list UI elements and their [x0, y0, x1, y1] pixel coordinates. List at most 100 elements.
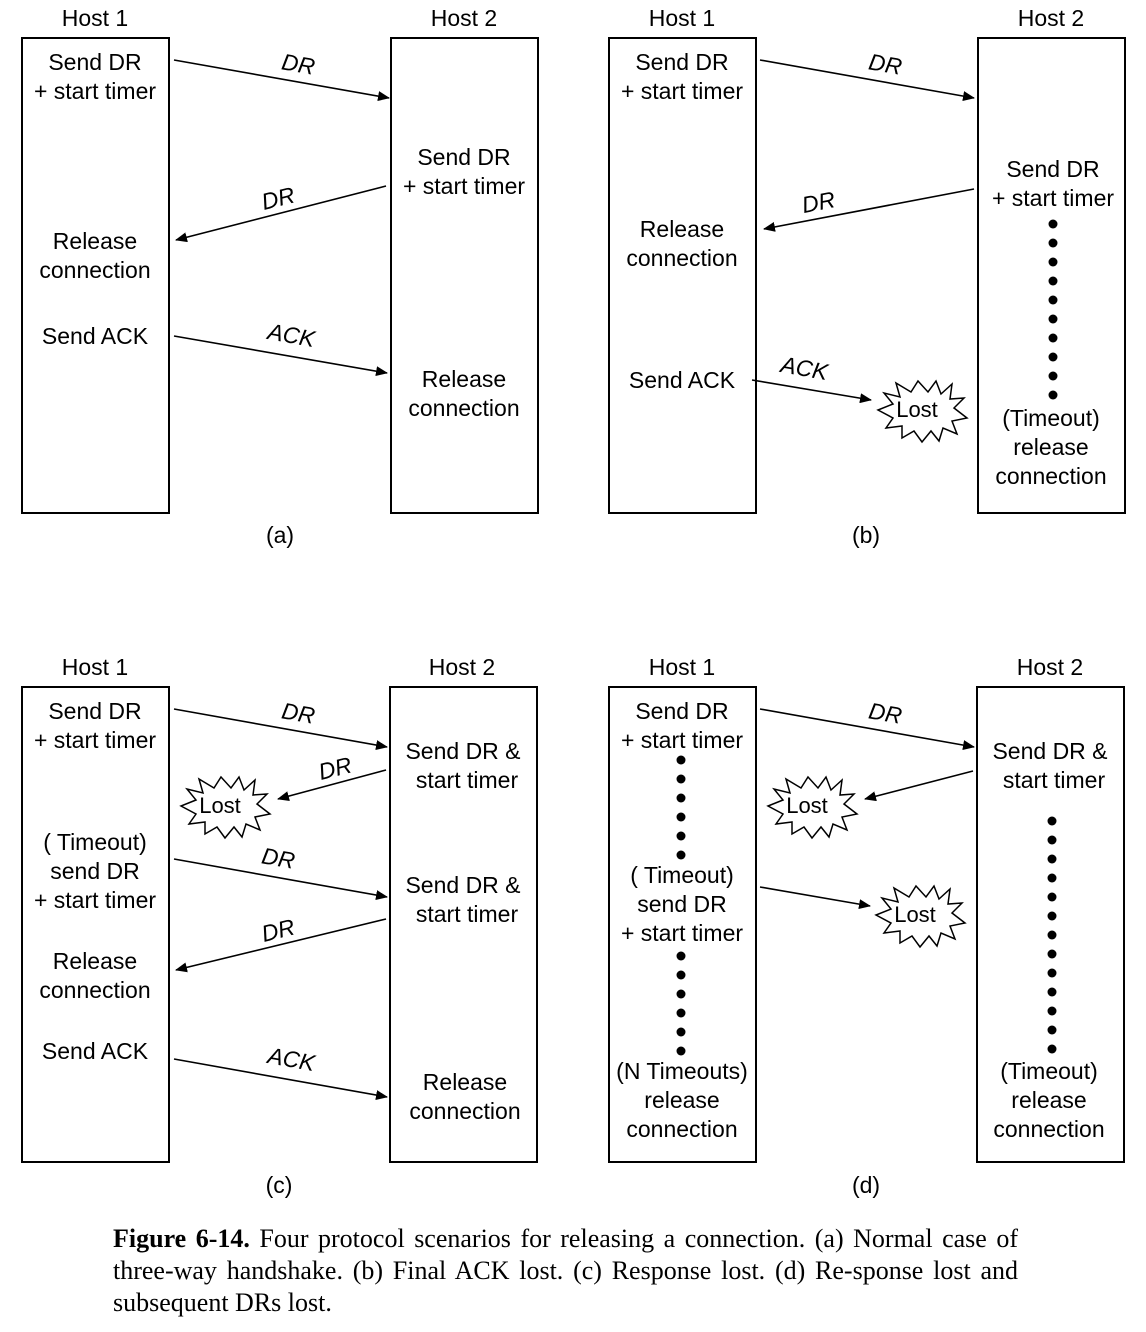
- panel-label: (d): [852, 1172, 880, 1198]
- lost-burst-icon: Lost: [179, 775, 272, 840]
- host2-event-text: Send DR &: [405, 738, 520, 764]
- host1-event-text: (N Timeouts): [616, 1058, 748, 1084]
- host1-event-text: connection: [39, 257, 150, 283]
- host2-event-text: start timer: [1003, 767, 1106, 793]
- panel-label: (c): [266, 1172, 293, 1198]
- message-arrow: [173, 1058, 388, 1100]
- message-arrow: [175, 185, 387, 243]
- host1-event-text: ( Timeout): [43, 829, 147, 855]
- message-arrow: [759, 708, 975, 750]
- host2-event-text: Send DR: [1006, 156, 1099, 182]
- message-arrow: [173, 708, 388, 750]
- host1-event-text: Send ACK: [42, 1038, 149, 1064]
- host2-event-text: (Timeout): [1000, 1058, 1098, 1084]
- timer-dots: [1047, 816, 1057, 1054]
- host1-event-text: send DR: [637, 891, 726, 917]
- message-label: DR: [800, 186, 838, 218]
- host1-event-text: ( Timeout): [630, 862, 734, 888]
- host2-event-text: start timer: [416, 767, 519, 793]
- host1-event-text: Release: [640, 216, 724, 242]
- timer-dots: [676, 951, 686, 1056]
- panel-d: Host 1 Host 2 Send DR + start timer ( Ti…: [608, 654, 1125, 1198]
- host2-box: [390, 37, 539, 514]
- host2-event-text: connection: [409, 1098, 520, 1124]
- host1-event-text: Send DR: [48, 698, 141, 724]
- message-arrow: [173, 335, 388, 377]
- panel-b: Host 1 Host 2 Send DR + start timer Rele…: [608, 5, 1126, 548]
- host1-label: Host 1: [62, 654, 128, 680]
- lost-burst-icon: Lost: [876, 379, 969, 444]
- timer-dots: [676, 755, 686, 860]
- panel-label: (a): [266, 522, 294, 548]
- host2-event-text: release: [1013, 434, 1088, 460]
- host1-event-text: send DR: [50, 858, 139, 884]
- message-label: DR: [867, 697, 904, 728]
- message-label: DR: [867, 48, 904, 79]
- message-arrow: [173, 858, 388, 900]
- panel-label: (b): [852, 522, 880, 548]
- message-arrow: [175, 918, 387, 973]
- message-label: ACK: [264, 1042, 319, 1076]
- lost-burst-icon: Lost: [874, 884, 967, 949]
- host1-event-text: + start timer: [34, 887, 156, 913]
- host1-label: Host 1: [62, 5, 128, 31]
- host1-label: Host 1: [649, 654, 715, 680]
- host2-event-text: Send DR: [417, 144, 510, 170]
- host1-event-text: + start timer: [621, 78, 743, 104]
- message-label: DR: [280, 48, 317, 79]
- host1-box: [608, 686, 757, 1163]
- host1-event-text: Send DR: [48, 49, 141, 75]
- host2-box: [977, 37, 1126, 514]
- host1-event-text: release: [644, 1087, 719, 1113]
- host2-event-text: Release: [422, 366, 506, 392]
- message-label: ACK: [777, 351, 832, 385]
- timer-dots: [1048, 219, 1058, 400]
- lost-label: Lost: [894, 902, 936, 927]
- host1-event-text: connection: [626, 245, 737, 271]
- host1-event-text: Send ACK: [629, 367, 736, 393]
- message-label: DR: [280, 697, 317, 728]
- host2-event-text: + start timer: [992, 185, 1114, 211]
- message-arrow: [763, 188, 975, 232]
- host2-event-text: Send DR &: [405, 872, 520, 898]
- message-arrow: [759, 886, 871, 910]
- host2-label: Host 2: [431, 5, 497, 31]
- message-arrow: [277, 769, 387, 801]
- host2-event-text: connection: [408, 395, 519, 421]
- host2-box: [389, 686, 538, 1163]
- host2-event-text: Send DR &: [992, 738, 1107, 764]
- host1-event-text: connection: [39, 977, 150, 1003]
- message-arrow: [751, 379, 872, 404]
- message-arrow: [759, 59, 975, 101]
- host1-label: Host 1: [649, 5, 715, 31]
- host1-event-text: Release: [53, 228, 137, 254]
- panel-c: Host 1 Host 2 Send DR + start timer ( Ti…: [21, 654, 538, 1198]
- caption-text: Four protocol scenarios for releasing a …: [113, 1224, 1019, 1317]
- host2-label: Host 2: [1018, 5, 1084, 31]
- panel-a: Host 1 Host 2 Send DR + start timer Rele…: [21, 5, 539, 548]
- host2-event-text: start timer: [416, 901, 519, 927]
- host1-box: [608, 37, 757, 514]
- figure-number: Figure 6-14.: [113, 1224, 250, 1253]
- host1-event-text: + start timer: [34, 727, 156, 753]
- host2-box: [976, 686, 1125, 1163]
- lost-label: Lost: [896, 397, 938, 422]
- lost-burst-icon: Lost: [766, 775, 859, 840]
- host1-event-text: Release: [53, 948, 137, 974]
- figure-caption: Figure 6-14. Four protocol scenarios for…: [113, 1223, 1018, 1319]
- host2-event-text: connection: [993, 1116, 1104, 1142]
- host2-label: Host 2: [1017, 654, 1083, 680]
- host2-event-text: Release: [423, 1069, 507, 1095]
- host1-event-text: + start timer: [621, 920, 743, 946]
- host2-event-text: + start timer: [403, 173, 525, 199]
- host1-box: [21, 37, 170, 514]
- host2-event-text: release: [1011, 1087, 1086, 1113]
- host2-label: Host 2: [429, 654, 495, 680]
- host1-event-text: Send DR: [635, 49, 728, 75]
- host1-event-text: Send DR: [635, 698, 728, 724]
- message-label: ACK: [264, 318, 319, 352]
- host2-event-text: connection: [995, 463, 1106, 489]
- lost-label: Lost: [786, 793, 828, 818]
- message-arrow: [173, 59, 390, 102]
- lost-label: Lost: [199, 793, 241, 818]
